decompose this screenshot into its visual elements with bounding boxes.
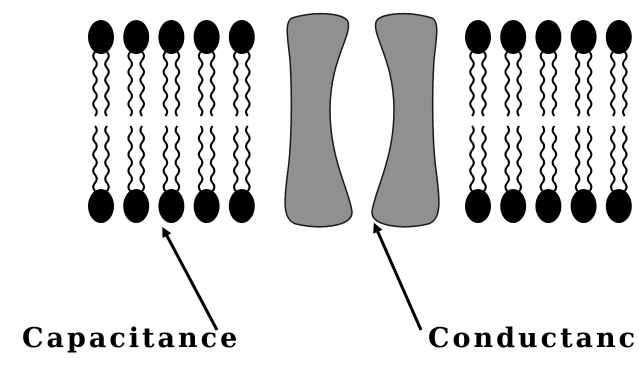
ion-channel (285, 14, 439, 227)
lipid-head (535, 20, 561, 54)
lipid-tail (140, 52, 144, 116)
lipid-head (500, 189, 526, 223)
lipid-tail (611, 126, 615, 191)
lipid-tail (470, 52, 474, 116)
lipid-head (571, 20, 597, 54)
lipid-tail (576, 52, 580, 116)
lipid-tail (505, 52, 509, 116)
channel-subunit-right (372, 14, 439, 227)
lipid-head (606, 189, 632, 223)
lipid-tail (128, 126, 132, 191)
lipid-head (229, 189, 255, 223)
lipid-tail (470, 126, 474, 191)
lipid-tail (246, 126, 250, 191)
lipid-head (465, 20, 491, 54)
lipid-tail (93, 126, 97, 191)
lipid-tail (553, 52, 557, 116)
lipid-tail (199, 126, 203, 191)
left-lipid-bilayer (88, 20, 255, 223)
conductance-label: Conductance (428, 325, 639, 352)
lipid-tail (93, 52, 97, 116)
lipid-tail (541, 126, 545, 191)
lipid-head (465, 189, 491, 223)
lipid-head (123, 189, 149, 223)
lipid-tail (234, 52, 238, 116)
lipid-tail (553, 126, 557, 191)
conductance-arrow (377, 230, 421, 330)
lipid-tail (176, 126, 180, 191)
lipid-head (500, 20, 526, 54)
lipid-head (229, 20, 255, 54)
lipid-tail (246, 52, 250, 116)
lipid-head (88, 189, 114, 223)
channel-subunit-left (285, 14, 352, 227)
lipid-tail (541, 52, 545, 116)
lipid-head (123, 20, 149, 54)
lipid-head (194, 189, 220, 223)
lipid-tail (211, 126, 215, 191)
lipid-head (158, 189, 184, 223)
lipid-head (194, 20, 220, 54)
lipid-tail (611, 52, 615, 116)
lipid-tail (588, 126, 592, 191)
lipid-head (535, 189, 561, 223)
lipid-tail (517, 52, 521, 116)
lipid-tail (517, 126, 521, 191)
lipid-tail (623, 126, 627, 191)
lipid-tail (199, 52, 203, 116)
lipid-tail (164, 52, 168, 116)
lipid-head (158, 20, 184, 54)
capacitance-arrow (166, 234, 217, 330)
lipid-tail (234, 126, 238, 191)
lipid-head (571, 189, 597, 223)
lipid-tail (176, 52, 180, 116)
lipid-tail (164, 126, 168, 191)
lipid-head (88, 20, 114, 54)
lipid-tail (482, 52, 486, 116)
lipid-tail (140, 126, 144, 191)
lipid-head (606, 20, 632, 54)
lipid-tail (505, 126, 509, 191)
lipid-tail (105, 126, 109, 191)
lipid-tail (128, 52, 132, 116)
right-lipid-bilayer (465, 20, 632, 223)
lipid-tail (623, 52, 627, 116)
lipid-tail (576, 126, 580, 191)
lipid-tail (105, 52, 109, 116)
capacitance-label: Capacitance (22, 325, 240, 352)
lipid-tail (211, 52, 215, 116)
lipid-tail (588, 52, 592, 116)
lipid-tail (482, 126, 486, 191)
